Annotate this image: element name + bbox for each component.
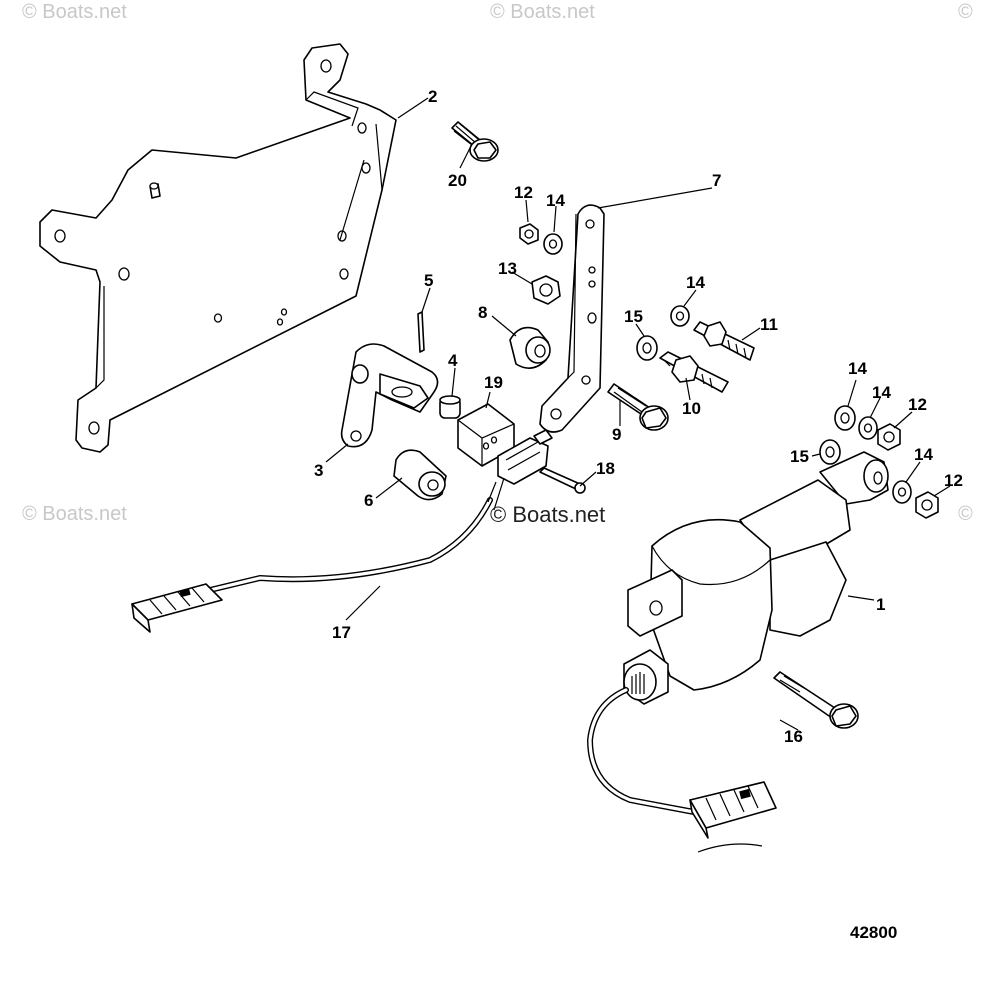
callout-14-right-b: 14 <box>872 383 891 402</box>
callout-3: 3 <box>314 461 323 480</box>
part-1-actuator[interactable] <box>586 451 889 853</box>
callout-12-top: 12 <box>514 183 533 202</box>
part-19-switch-block[interactable] <box>457 403 515 467</box>
watermark-mid-right: © <box>958 503 973 525</box>
callout-14-right-a: 14 <box>848 359 867 378</box>
part-12-nut-bottom[interactable] <box>915 491 939 519</box>
part-17-harness[interactable] <box>131 477 505 633</box>
watermark-mid-left: © Boats.net <box>22 503 127 525</box>
watermark-top-left: © Boats.net <box>22 1 127 23</box>
figure-number: 42800 <box>850 923 897 942</box>
watermark-top-center: © Boats.net <box>490 1 595 23</box>
part-12-nut-right[interactable] <box>877 423 901 451</box>
part-5-cotter-pin[interactable] <box>417 311 425 353</box>
part-8-spacer[interactable] <box>509 326 551 369</box>
callout-14-right-c: 14 <box>914 445 933 464</box>
part-2-bracket[interactable] <box>39 43 397 453</box>
watermark-center: © Boats.net <box>490 502 605 527</box>
callout-labels: 1 2 3 4 5 6 7 8 9 10 11 12 12 12 13 14 1… <box>314 87 963 746</box>
part-10-stud[interactable] <box>659 351 729 393</box>
callout-8: 8 <box>478 303 487 322</box>
callout-12-right: 12 <box>908 395 927 414</box>
callout-15-mid: 15 <box>624 307 643 326</box>
callout-2: 2 <box>428 87 437 106</box>
part-16-bolt[interactable] <box>773 671 859 729</box>
part-14-washer-c[interactable] <box>834 405 856 431</box>
callout-20: 20 <box>448 171 467 190</box>
callout-10: 10 <box>682 399 701 418</box>
part-20-flange-bolt[interactable] <box>451 121 499 162</box>
part-18-screw[interactable] <box>539 467 586 494</box>
part-switch-body[interactable] <box>497 429 553 485</box>
part-14-washer-d[interactable] <box>858 416 878 440</box>
part-15-washer-b[interactable] <box>819 439 841 465</box>
part-3-arm[interactable] <box>340 343 439 448</box>
callout-6: 6 <box>364 491 373 510</box>
callout-13: 13 <box>498 259 517 278</box>
part-7-lever-arm[interactable] <box>539 204 605 433</box>
callout-1: 1 <box>876 595 885 614</box>
callout-7: 7 <box>712 171 721 190</box>
part-6-spacer[interactable] <box>393 449 447 501</box>
part-15-washer-a[interactable] <box>636 335 658 361</box>
callout-5: 5 <box>424 271 433 290</box>
part-13-lock-nut[interactable] <box>531 275 561 305</box>
callout-18: 18 <box>596 459 615 478</box>
callout-17: 17 <box>332 623 351 642</box>
part-12-nut-top[interactable] <box>519 223 539 245</box>
callout-14-top: 14 <box>546 191 565 210</box>
callout-16: 16 <box>784 727 803 746</box>
leader-lines <box>325 97 951 731</box>
part-11-stud[interactable] <box>693 321 755 361</box>
part-14-washer-top[interactable] <box>543 233 563 255</box>
part-14-washer-e[interactable] <box>892 480 912 504</box>
callout-9: 9 <box>612 425 621 444</box>
part-4-bushing[interactable] <box>439 395 461 419</box>
callout-19: 19 <box>484 373 503 392</box>
part-9-bolt[interactable] <box>607 383 669 431</box>
watermark-top-right: © <box>958 1 973 23</box>
callout-15-right: 15 <box>790 447 809 466</box>
callout-14-mid: 14 <box>686 273 705 292</box>
callout-12-bottom: 12 <box>944 471 963 490</box>
part-14-washer-b[interactable] <box>670 305 690 327</box>
callout-4: 4 <box>448 351 458 370</box>
callout-11: 11 <box>760 315 778 334</box>
